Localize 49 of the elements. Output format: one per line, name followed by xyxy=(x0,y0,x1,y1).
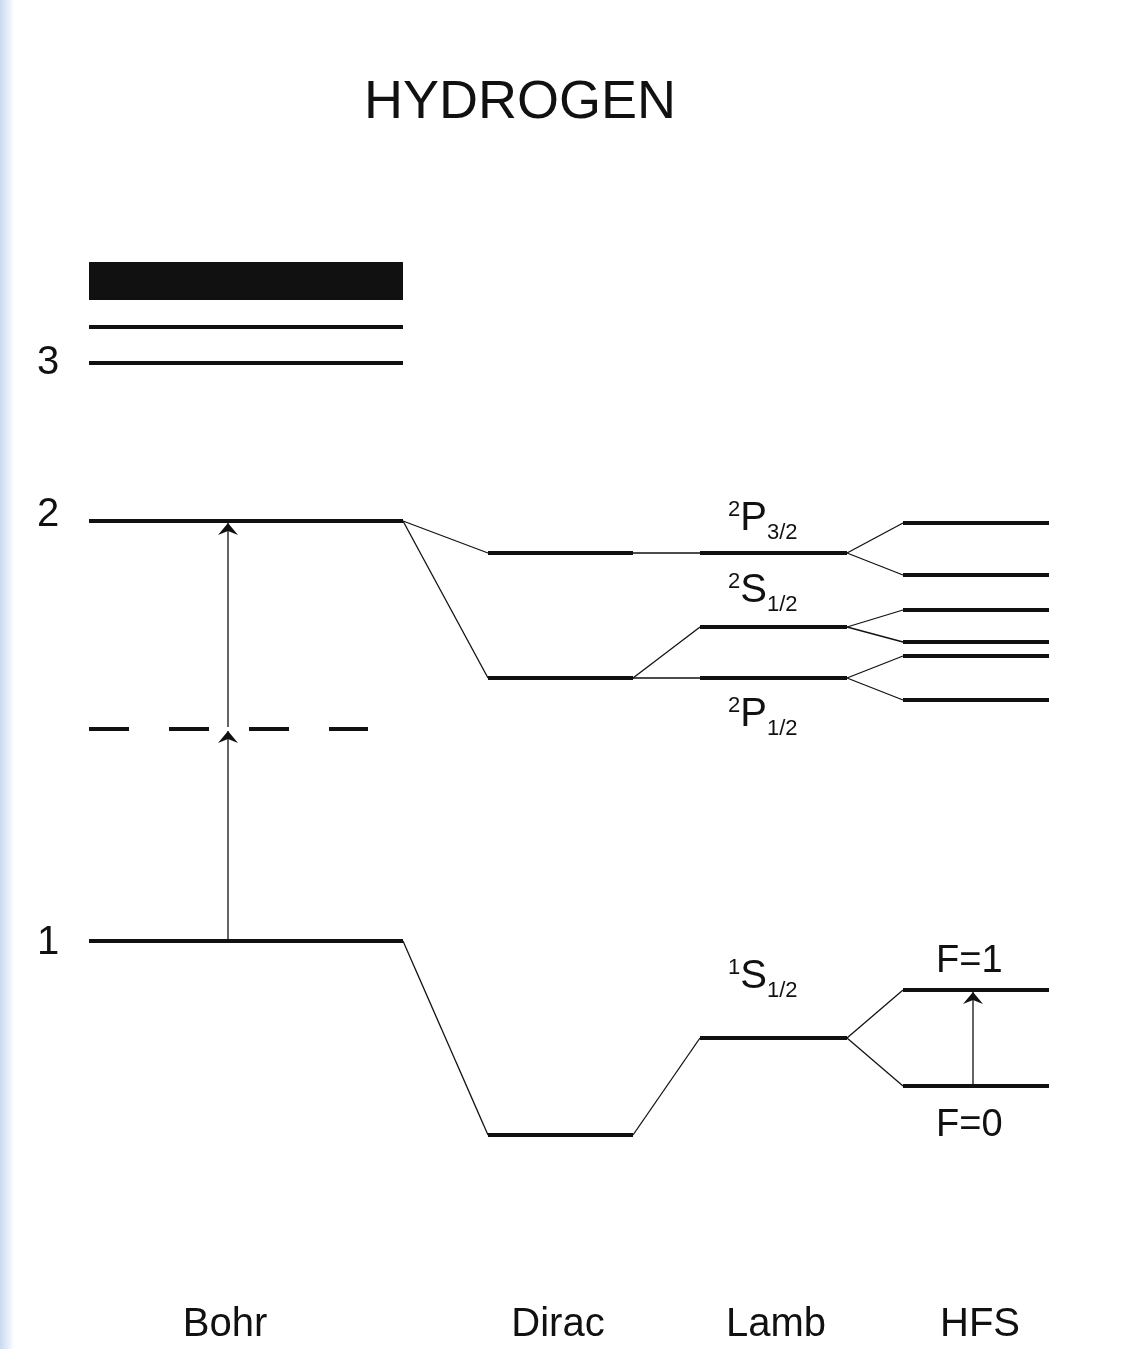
energy-level xyxy=(903,608,1049,612)
column-label: HFS xyxy=(940,1300,1020,1345)
diagram-title: HYDROGEN xyxy=(364,68,676,130)
energy-level xyxy=(903,1084,1049,1088)
connector-line xyxy=(846,552,904,576)
arrow xyxy=(218,522,238,728)
energy-level xyxy=(903,988,1049,992)
energy-level xyxy=(89,939,403,943)
level-label: 1 xyxy=(37,920,60,960)
energy-level xyxy=(903,573,1049,577)
connector-line xyxy=(846,655,904,679)
energy-level xyxy=(488,676,633,680)
arrow xyxy=(218,730,238,940)
level-label: 3 xyxy=(37,340,60,380)
arrow xyxy=(963,991,983,1085)
energy-level xyxy=(700,1036,847,1040)
energy-level xyxy=(700,551,847,555)
connector-line xyxy=(402,520,489,554)
connector-line xyxy=(632,626,701,679)
column-label: Dirac xyxy=(511,1300,605,1345)
energy-level xyxy=(89,361,403,365)
energy-level xyxy=(903,521,1049,525)
connector-line xyxy=(846,677,904,701)
connector-line xyxy=(846,522,904,554)
connector-line xyxy=(846,989,904,1039)
connector-line xyxy=(402,520,489,679)
energy-level xyxy=(488,1133,633,1137)
energy-level xyxy=(700,676,847,680)
column-label: Bohr xyxy=(182,1300,268,1345)
connector-line xyxy=(632,677,701,679)
energy-level xyxy=(488,551,633,555)
level-label: 2 xyxy=(37,492,60,532)
dashed-energy-level xyxy=(89,727,368,731)
connector-line xyxy=(846,1037,904,1087)
connector-line xyxy=(846,626,904,643)
column-label: Lamb xyxy=(725,1300,827,1345)
connector-line xyxy=(632,1037,701,1136)
connector-line xyxy=(402,940,489,1136)
level-label: F=0 xyxy=(936,1104,1003,1142)
energy-level xyxy=(89,519,403,523)
energy-level xyxy=(903,654,1049,658)
energy-level xyxy=(903,698,1049,702)
level-label: F=1 xyxy=(936,940,1003,978)
energy-level xyxy=(903,640,1049,644)
connector-line xyxy=(632,552,701,554)
energy-level xyxy=(89,325,403,329)
energy-level xyxy=(700,625,847,629)
continuum-band xyxy=(89,262,403,300)
connector-line xyxy=(846,609,904,628)
